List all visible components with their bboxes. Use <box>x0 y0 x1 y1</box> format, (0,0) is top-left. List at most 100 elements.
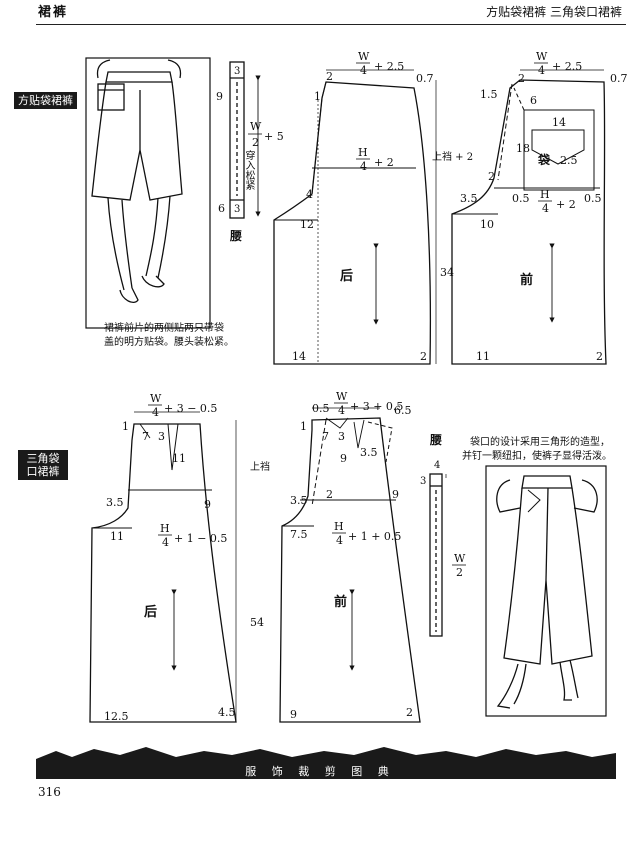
back1-h-add: + 2 <box>374 156 394 169</box>
front2-n3: 3 <box>338 430 345 443</box>
back2-n11a: 11 <box>172 452 186 465</box>
front2-w-add: + 3 + 0.5 <box>350 400 403 413</box>
caption-top-line1: 裙裤前片的两侧贴两只带袋 <box>104 323 224 334</box>
front2-n75: 7.5 <box>290 528 308 541</box>
caption-bottom-line1: 袋口的设计采用三角形的造型， <box>470 437 610 448</box>
back2-n3: 3 <box>158 430 165 443</box>
back2-len: 54 <box>250 616 264 629</box>
front1-rise: 上裆 + 2 <box>432 150 473 163</box>
wb1-formula-den: 2 <box>252 136 259 149</box>
front1-n14: 14 <box>552 116 566 129</box>
back2-w-add: + 3 − 0.5 <box>164 402 217 415</box>
section2-label-line1: 三角袋 <box>26 452 60 465</box>
wb1-label: 腰 <box>229 228 242 243</box>
front1-n05b: 0.5 <box>584 192 602 205</box>
front1-len: 34 <box>440 266 454 279</box>
back2-n11b: 11 <box>110 530 124 543</box>
front1-n2b: 2 <box>488 170 495 183</box>
back1-label: 后 <box>340 268 353 284</box>
section1-label: 方贴袋裙裤 <box>14 92 77 110</box>
wb2-n4: 4 <box>434 460 440 471</box>
front1-n6: 6 <box>530 94 537 107</box>
front2-n65: 6.5 <box>394 404 412 417</box>
wb1-top-num: 3 <box>234 66 240 77</box>
front1-w-den: 4 <box>538 64 545 77</box>
back1-n1: 1 <box>314 90 321 103</box>
front2-n7: 7 <box>322 430 329 443</box>
waistband-2-strip <box>429 473 447 637</box>
wb1-num6: 6 <box>218 202 225 215</box>
wb2-label: 腰 <box>429 432 442 447</box>
illustration-figure-2 <box>485 465 607 717</box>
wb2-formula-num: W <box>454 552 466 565</box>
back2-rise: 上裆 <box>250 460 270 473</box>
wb1-formula-add: + 5 <box>264 130 284 143</box>
back2-w-den: 4 <box>152 406 159 419</box>
back2-h-den: 4 <box>162 536 169 549</box>
footer-banner-text: 服 饰 裁 剪 图 典 <box>245 765 395 778</box>
wb1-formula-num: W <box>250 120 262 133</box>
front2-n9b: 9 <box>392 488 399 501</box>
front1-n07: 0.7 <box>610 72 628 85</box>
front1-n25: 2.5 <box>560 154 578 167</box>
header-right-title: 方贴袋裙裤 三角袋口裙裤 <box>486 5 622 19</box>
back-piece-2-outline <box>89 411 237 723</box>
back1-w-add: + 2.5 <box>374 60 404 73</box>
back2-n1: 1 <box>122 420 129 433</box>
front1-h-num: H <box>540 188 550 201</box>
header-divider <box>36 24 626 25</box>
front1-w-num: W <box>536 50 548 63</box>
wb1-num3b: 3 <box>234 204 240 215</box>
front-piece-2-outline <box>279 407 421 723</box>
section2-label-line2: 口裙裤 <box>26 465 60 479</box>
front1-n15: 1.5 <box>480 88 498 101</box>
caption-top-line2: 盖的明方贴袋。腰头装松紧。 <box>104 337 234 348</box>
back2-n7: 7 <box>142 430 149 443</box>
front1-h-add: + 2 <box>556 198 576 211</box>
front2-h-num: H <box>334 520 344 533</box>
caption-bottom-line2: 并钉一颗纽扣，使裤子显得活泼。 <box>462 451 612 462</box>
back1-n14: 14 <box>292 350 306 363</box>
front2-n9c: 9 <box>290 708 297 721</box>
front2-n2b: 2 <box>406 706 413 719</box>
back2-n125: 12.5 <box>104 710 129 723</box>
back2-h-add: + 1 − 0.5 <box>174 532 227 545</box>
front2-h-den: 4 <box>336 534 343 547</box>
wb1-elastic-text: 穿入松紧 <box>243 150 254 190</box>
front2-n1: 1 <box>300 420 307 433</box>
front2-h-add: + 1 + 0.5 <box>348 530 401 543</box>
front1-n2: 2 <box>518 72 525 85</box>
front2-n35b: 3.5 <box>290 494 308 507</box>
back2-n35: 3.5 <box>106 496 124 509</box>
front1-w-add: + 2.5 <box>552 60 582 73</box>
header-left-title: 裙裤 <box>38 5 69 20</box>
front-piece-1-outline <box>435 69 607 365</box>
front1-n35: 3.5 <box>460 192 478 205</box>
front2-w-num: W <box>336 390 348 403</box>
back1-w-den: 4 <box>360 64 367 77</box>
front2-w-den: 4 <box>338 404 345 417</box>
front1-n05a: 0.5 <box>512 192 530 205</box>
front2-n9a: 9 <box>340 452 347 465</box>
front1-label: 前 <box>520 272 533 288</box>
front1-pocket: 袋 <box>537 152 551 167</box>
front1-n18: 18 <box>516 142 530 155</box>
front2-n2: 2 <box>326 488 333 501</box>
back1-n2: 2 <box>326 70 333 83</box>
back2-n9: 9 <box>204 498 211 511</box>
back2-n45: 4.5 <box>218 706 236 719</box>
back-piece-1-outline <box>273 69 432 365</box>
back1-w-num: W <box>358 50 370 63</box>
back1-h-num: H <box>358 146 368 159</box>
front2-n05: 0.5 <box>312 402 330 415</box>
back1-n2b: 2 <box>420 350 427 363</box>
section2-label: 三角袋 口裙裤 <box>18 450 68 481</box>
wb2-n3: 3 <box>420 476 426 487</box>
back1-h-den: 4 <box>360 160 367 173</box>
back1-n4: 4 <box>306 188 313 201</box>
front1-n10: 10 <box>480 218 494 231</box>
illustration-figure-1 <box>85 57 211 329</box>
back1-n12: 12 <box>300 218 314 231</box>
back2-label: 后 <box>144 604 157 620</box>
